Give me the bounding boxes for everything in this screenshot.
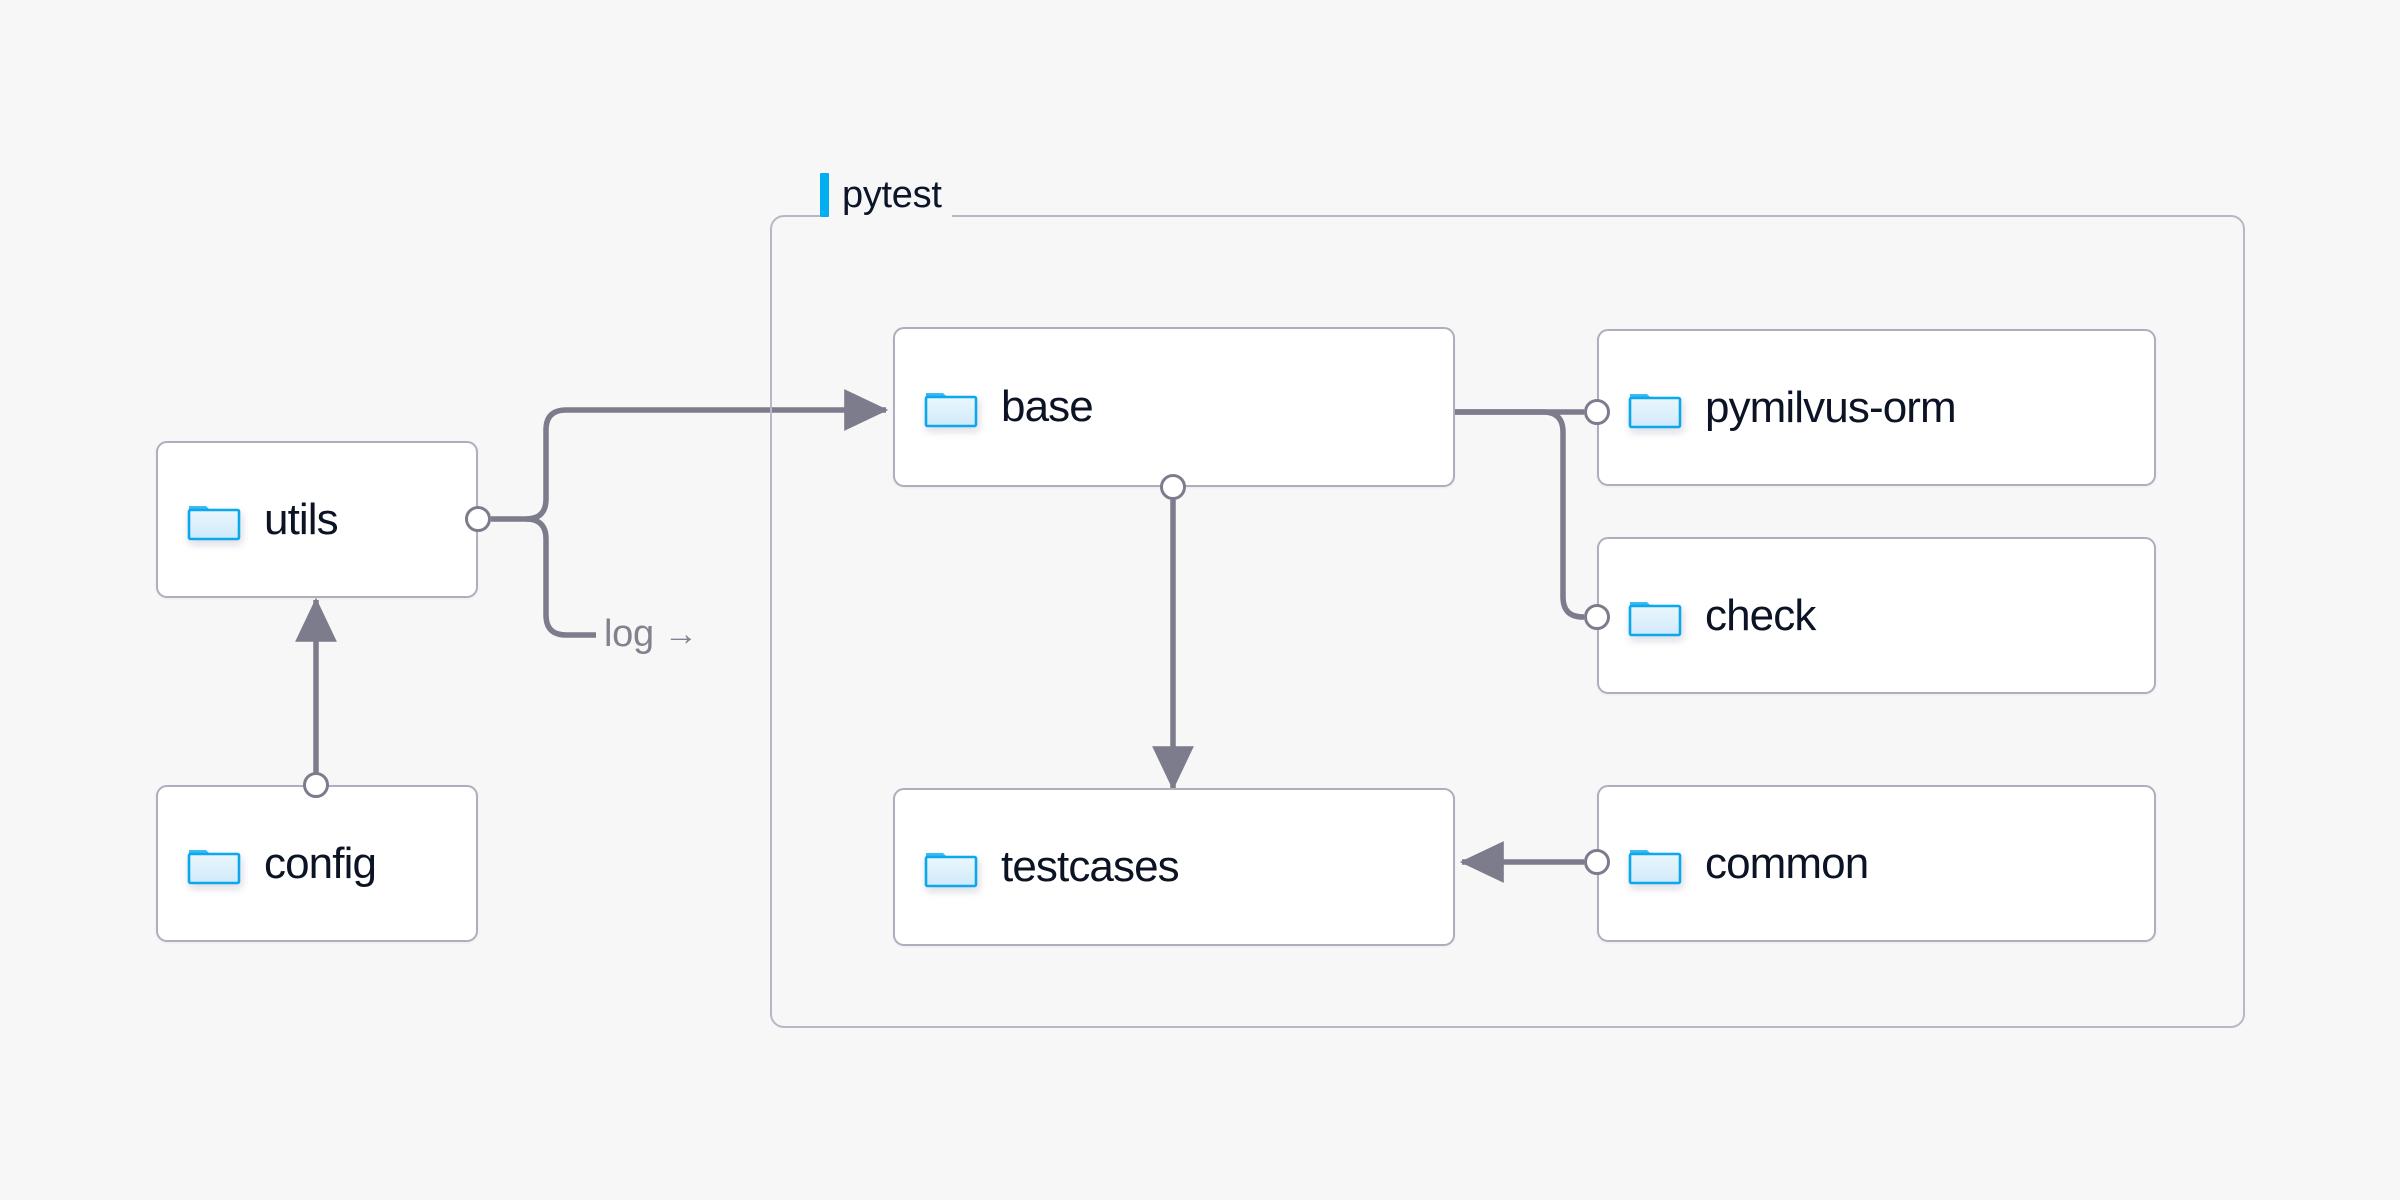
node-utils[interactable]: utils (156, 441, 478, 598)
node-label: testcases (1001, 842, 1180, 891)
port-common-left[interactable] (1584, 849, 1610, 875)
node-config[interactable]: config (156, 785, 478, 942)
folder-icon (1627, 593, 1683, 639)
edge-label-text: log (604, 613, 654, 655)
folder-icon (186, 841, 242, 887)
node-testcases[interactable]: testcases (893, 788, 1455, 946)
node-base[interactable]: base (893, 327, 1455, 487)
group-accent-bar (820, 173, 829, 217)
port-base-bottom[interactable] (1160, 474, 1186, 500)
folder-icon (186, 497, 242, 543)
node-label: base (1001, 382, 1094, 431)
node-pymilvus-orm[interactable]: pymilvus-orm (1597, 329, 2156, 486)
node-label: common (1705, 838, 1869, 888)
folder-icon (923, 844, 979, 890)
folder-icon (923, 384, 979, 430)
node-common[interactable]: common (1597, 785, 2156, 942)
node-check[interactable]: check (1597, 537, 2156, 694)
arrow-right-icon: → (663, 615, 698, 653)
node-label: utils (264, 494, 339, 544)
group-pytest[interactable] (770, 215, 2245, 1028)
group-title: pytest (842, 174, 942, 216)
folder-icon (1627, 385, 1683, 431)
group-pytest-label: pytest (820, 173, 952, 217)
folder-icon (1627, 841, 1683, 887)
port-check-left[interactable] (1584, 604, 1610, 630)
port-config-top[interactable] (303, 772, 329, 798)
edge-utils-log (525, 516, 596, 638)
node-label: config (264, 838, 377, 888)
edge-label-log: log → (604, 615, 698, 653)
port-utils-right[interactable] (465, 506, 491, 532)
node-label: pymilvus-orm (1705, 382, 1957, 432)
port-pymilvus-orm-left[interactable] (1584, 399, 1610, 425)
node-label: check (1705, 590, 1816, 640)
